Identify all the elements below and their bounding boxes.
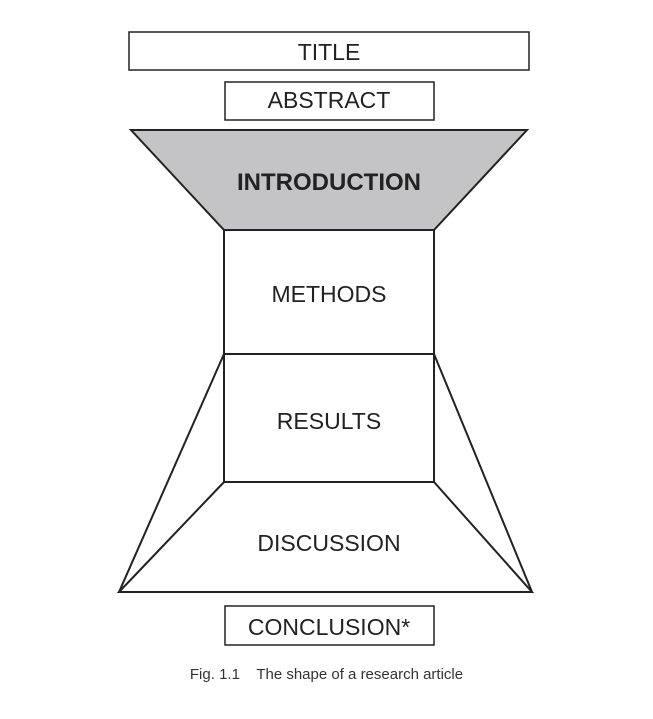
results-box: [223, 353, 435, 483]
methods-box: [223, 229, 435, 355]
title-box: [128, 31, 530, 71]
conclusion-label: CONCLUSION*: [248, 614, 410, 640]
results-label: RESULTS: [277, 408, 381, 434]
figure-caption: Fig. 1.1 The shape of a research article: [0, 666, 653, 683]
left-flare-line: [118, 353, 225, 593]
figure-number: Fig. 1.1: [189, 666, 240, 683]
abstract-label: ABSTRACT: [268, 87, 391, 113]
methods-label: METHODS: [272, 281, 387, 307]
right-flare-line: [433, 353, 533, 593]
discussion-label: DISCUSSION: [257, 530, 400, 556]
title-label: TITLE: [298, 39, 361, 65]
abstract-box: [224, 81, 435, 121]
figure-caption-text: The shape of a research article: [256, 666, 464, 683]
introduction-label: INTRODUCTION: [237, 169, 421, 196]
conclusion-box: [224, 605, 435, 646]
